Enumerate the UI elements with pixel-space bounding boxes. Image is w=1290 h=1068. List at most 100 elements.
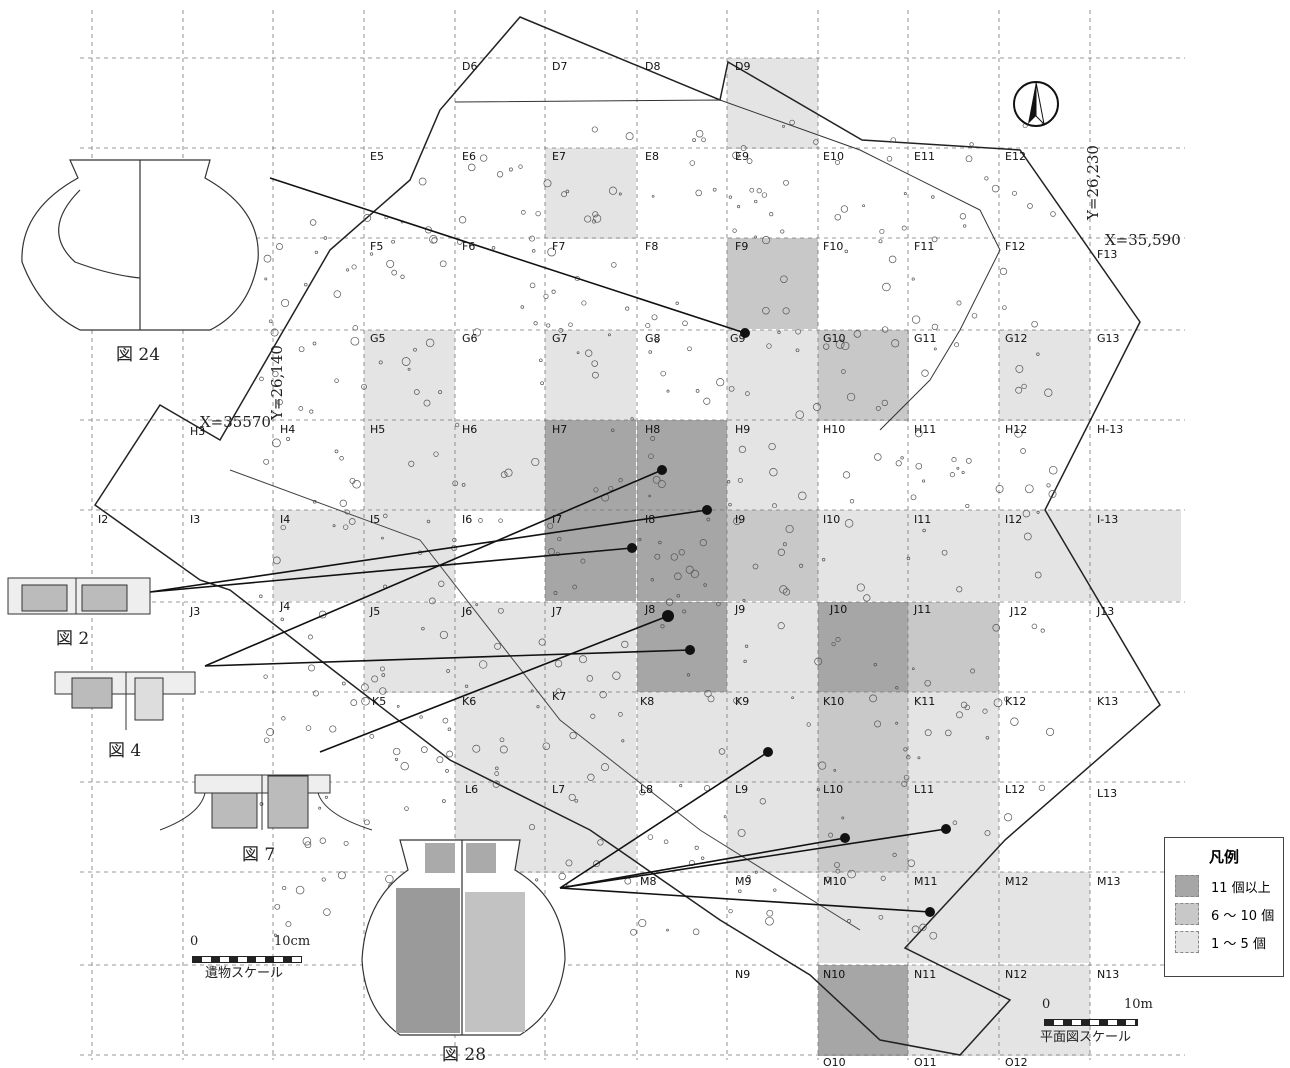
feature-pit [1040,628,1045,633]
pottery-fig4 [54,671,196,730]
feature-pit [785,524,794,534]
feature-pit [504,468,513,477]
feature-pit [352,480,361,489]
feature-pit [572,584,578,590]
feature-pit [882,282,891,292]
density-cell-k6 [455,692,546,783]
pottery-fig28 [361,839,566,1036]
feature-pit [675,301,679,305]
feature-pit [312,499,317,504]
feature-pit [657,480,666,489]
feature-pit [895,721,899,725]
feature-pit [745,391,750,396]
feature-pit [610,428,615,432]
feature-pit [856,583,865,592]
feature-pit [339,499,347,507]
feature-pit [835,159,840,165]
feature-pit [746,158,753,164]
feature-pit [584,215,592,223]
grid-label-k7: K7 [552,690,566,703]
grid-label-j3: J3 [189,605,200,618]
plan-scale-bar [1044,1019,1138,1026]
feature-pit [798,491,807,501]
grid-label-e11: E11 [914,150,935,163]
legend-item: 1 ～ 5 個 [1175,931,1283,953]
feature-pit [812,403,821,411]
feature-pit [963,224,967,228]
feature-pit [924,679,931,687]
feature-pit [984,830,991,837]
feature-pit [663,839,669,845]
feature-pit [407,367,411,371]
density-cells [273,58,1181,1056]
feature-pit [712,187,717,192]
feature-pit [558,872,566,881]
feature-pit [565,859,573,867]
density-cell-k9 [727,692,818,783]
feature-pit [886,156,893,162]
feature-pit [737,477,743,483]
feature-pit [546,323,551,328]
feature-pit [806,722,811,727]
feature-pit [874,720,882,728]
grid-label-i-13: I-13 [1097,513,1118,526]
feature-pit [396,705,400,708]
feature-pit [364,819,370,826]
feature-pit [969,142,974,147]
feature-pit [666,928,669,932]
feature-pit [756,188,762,194]
feature-pit [498,518,503,523]
density-cell-j5 [364,602,455,693]
feature-pit [650,436,656,441]
feature-pit [666,389,670,393]
feature-pit [580,558,586,564]
feature-pit [954,342,960,348]
feature-pit [386,259,395,268]
feature-pit [531,249,536,253]
feature-pit [1031,320,1038,328]
legend-swatch-mid [1175,903,1199,925]
grid-label-j7: J7 [551,605,562,618]
feature-pit [547,247,557,257]
grid-label-l7: L7 [552,783,565,796]
feature-pit [840,339,844,343]
grid-label-i10: I10 [823,513,840,526]
feature-pit [835,637,841,643]
feature-pit [888,255,897,264]
feature-pit [907,859,916,867]
feature-pit [305,725,312,731]
density-cell-i8 [637,510,728,601]
feature-pit [651,194,655,198]
feature-pit [841,341,850,351]
feature-pit [777,330,781,335]
grid-label-o10: O10 [823,1056,846,1068]
feature-pit [439,630,448,639]
feature-pit [612,671,621,680]
coord-x-right: X=35,590 [1105,231,1181,249]
feature-pit [494,642,502,650]
feature-pit [624,877,632,885]
feature-pit [585,349,593,357]
feature-pit [648,494,652,498]
feature-pit [371,675,379,683]
feature-pit [259,376,264,382]
feature-pit [1048,465,1058,475]
feature-pit [565,189,570,194]
feature-pit [692,928,700,936]
grid-label-j8: J8 [644,603,655,616]
density-cell-g12 [999,330,1090,421]
feature-pit [694,845,699,850]
grid-label-h3: H3 [190,425,205,438]
feature-pit [391,269,398,276]
feature-pit [941,549,948,556]
feature-pit [625,132,634,141]
feature-pit [777,622,785,630]
feature-pit [547,522,554,530]
feature-pit [542,742,551,750]
feature-pit [900,456,904,460]
feature-pit [535,878,539,882]
feature-pit [350,699,358,706]
feature-pit [652,475,661,484]
feature-pit [587,773,595,781]
